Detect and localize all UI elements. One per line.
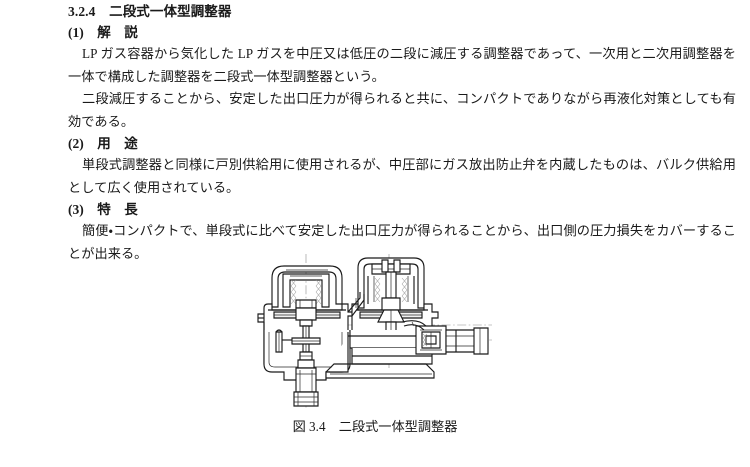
regulator-cross-section-diagram: [256, 252, 494, 412]
spring-hatch-left: [290, 279, 322, 305]
text-column: 3.2.4 二段式一体型調整器 (1) 解 説 LP ガス容器から気化した LP…: [68, 0, 736, 265]
figure-caption: 図 3.4 二段式一体型調整器: [292, 419, 458, 434]
paragraph-2-1: 単段式調整器と同様に戸別供給用に使用されるが、中圧部にガス放出防止弁を内蔵したも…: [68, 157, 736, 195]
spring-hatch-right: [374, 277, 408, 303]
figure-block: 図 3.4 二段式一体型調整器: [0, 252, 750, 436]
subsection-heading-1: (1) 解 説: [68, 25, 138, 40]
relief-valve-assembly: [401, 320, 447, 355]
subsection-heading-3: (3) 特 長: [68, 202, 138, 217]
paragraph-3-1: 簡便・コンパクトで、単段式に比べて安定した出口圧力が得られることから、出口側の圧…: [68, 223, 736, 261]
first-stage-valve-stem: [275, 325, 321, 393]
page-title: 3.2.4 二段式一体型調整器: [68, 4, 232, 19]
inlet-fitting: [293, 391, 319, 407]
main-body-casting: [325, 330, 435, 380]
subsection-heading-2: (2) 用 途: [68, 136, 138, 151]
first-stage-bonnet: [271, 265, 343, 309]
paragraph-1-1: LP ガス容器から気化した LP ガスを中圧又は低圧の二段に減圧する調整器であっ…: [68, 46, 736, 84]
interstage-passage: [347, 292, 365, 317]
outlet-pipe: [445, 327, 489, 355]
second-stage-bonnet: [357, 257, 425, 309]
paragraph-1-2: 二段減圧することから、安定した出口圧力が得られると共に、コンパクトでありながら再…: [68, 91, 736, 129]
